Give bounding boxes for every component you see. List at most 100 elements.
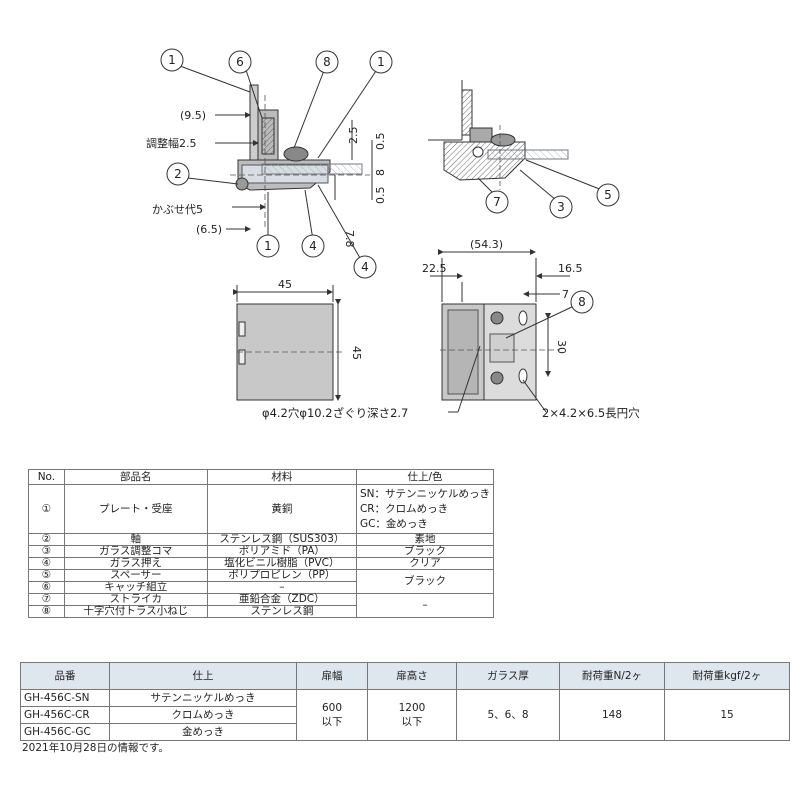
callout-2: 2 [174,167,182,181]
cross-section-view: 7 3 5 [428,80,620,219]
part-no: ② [28,533,65,546]
model-finish: クロムめっき [109,706,297,724]
front-view-left: 45 45 [233,278,363,401]
part-material: 塩化ビニル樹脂（PVC） [206,557,357,570]
col-part-name: 部品名 [63,469,208,485]
part-name: ガラス押え [63,557,208,570]
part-name: プレート・受座 [63,484,208,534]
col-door-width: 扉幅 [296,662,368,690]
dim-overlay: かぶせ代5 [152,203,203,216]
col-material: 材料 [206,469,357,485]
callout-6: 6 [236,55,244,69]
part-no: ⑥ [28,581,65,594]
door-height-unit: 以下 [401,716,423,728]
hole-spec-left: φ4.2穴φ10.2ざぐり深さ2.7 [262,406,408,420]
part-material: ステンレス鋼（SUS303） [206,533,357,546]
part-name: ガラス調整コマ [63,545,208,558]
dim-8: 8 [374,169,387,176]
model-finish: サテンニッケルめっき [109,689,297,707]
part-no: ⑤ [28,569,65,582]
callout-4b: 4 [361,260,369,274]
callout-3: 3 [557,200,565,214]
part-material: 亜鉛合金（ZDC） [206,593,357,606]
col-model: 品番 [20,662,110,690]
col-no: No. [28,469,65,485]
model-finish: 金めっき [109,723,297,741]
dim-54-3: (54.3) [470,238,503,251]
table-row: GH-456C-SN サテンニッケルめっき 600 以下 1200 以下 5、6… [20,689,790,741]
callout-7: 7 [493,195,501,209]
load-kgf-cell: 15 [664,689,790,741]
side-section-view: (9.5) 調整幅2.5 2.5 0.5 8 0.5 かぶせ代5 (6.5) 7… [146,84,387,248]
finish-line: SN：サテンニッケルめっき [359,487,490,500]
part-name: 軸 [63,533,208,546]
part-finish: ブラック [355,545,495,558]
part-finish: – [355,593,495,618]
callout-1c: 1 [264,239,272,253]
door-height-cell: 1200 以下 [367,689,457,741]
part-name: 十字穴付トラス小ねじ [63,605,208,618]
model-code: GH-456C-CR [20,706,110,724]
callouts-side [160,48,393,279]
dim-9-5: (9.5) [180,109,206,122]
col-door-height: 扉高さ [367,662,457,690]
table-row: ① プレート・受座 黄銅 SN：サテンニッケルめっき CR：クロムめっき GC：… [28,484,495,534]
parts-header-row: No. 部品名 材料 仕上/色 [28,469,495,485]
part-no: ⑦ [28,593,65,606]
table-row: ③ ガラス調整コマ ポリアミド（PA） ブラック [28,545,495,558]
table-row: ⑧ 十字穴付トラス小ねじ ステンレス鋼 [28,605,494,618]
dim-0-5-b: 0.5 [374,187,387,205]
callout-1a: 1 [168,53,176,67]
model-code: GH-456C-SN [20,689,110,707]
model-code: GH-456C-GC [20,723,110,741]
part-no: ⑧ [28,605,65,618]
table-row: ② 軸 ステンレス鋼（SUS303） 素地 [28,533,495,546]
technical-drawing: (9.5) 調整幅2.5 2.5 0.5 8 0.5 かぶせ代5 (6.5) 7… [146,48,640,420]
parts-table: No. 部品名 材料 仕上/色 ① プレート・受座 黄銅 SN：サテンニッケルめ… [28,469,495,618]
callout-5: 5 [604,188,612,202]
model-table: 品番 仕上 扉幅 扉高さ ガラス厚 耐荷重N/2ヶ 耐荷重kgf/2ヶ GH-4… [20,662,790,741]
model-header-row: 品番 仕上 扉幅 扉高さ ガラス厚 耐荷重N/2ヶ 耐荷重kgf/2ヶ [20,662,790,690]
part-no: ③ [28,545,65,558]
callout-labels-side: 1 6 8 1 2 1 4 4 [168,53,385,274]
callout-4a: 4 [309,239,317,253]
part-name: ストライカ [63,593,208,606]
part-finish: SN：サテンニッケルめっき CR：クロムめっき GC：金めっき [355,484,495,534]
dim-16-5: 16.5 [558,262,583,275]
door-height-value: 1200 [398,702,426,714]
col-finish: 仕上/色 [355,469,495,485]
table-row: ⑤ スペーサー ポリプロピレン（PP） ブラック [28,569,495,594]
part-material: – [206,581,357,594]
part-material: ポリプロピレン（PP） [206,569,357,582]
table-row: GH-456C-GC 金めっき [20,723,790,741]
dim-6-5: (6.5) [196,223,222,236]
door-width-cell: 600 以下 [296,689,368,741]
col-glass: ガラス厚 [456,662,560,690]
dim-2-5: 2.5 [347,127,360,145]
hole-spec-right: 2×4.2×6.5長円穴 [542,406,640,420]
part-material: ステンレス鋼 [206,605,357,618]
front-view-right: (54.3) 22.5 16.5 7 30 8 φ4.2穴φ10.2ざぐり深さ2… [262,238,640,420]
callout-8b: 8 [578,295,586,309]
part-finish: 素地 [355,533,495,546]
part-name: スペーサー [63,569,208,582]
part-material: ポリアミド（PA） [206,545,357,558]
glass-cell: 5、6、8 [456,689,560,741]
part-no: ④ [28,557,65,570]
part-material: 黄銅 [206,484,357,534]
table-row: GH-456C-CR クロムめっき [20,706,790,724]
part-finish: クリア [355,557,495,570]
finish-line: GC：金めっき [359,517,428,530]
part-name: キャッチ組立 [63,581,208,594]
info-date-note: 2021年10月28日の情報です。 [22,742,169,754]
dim-45-width: 45 [278,278,292,291]
callout-8a: 8 [323,55,331,69]
part-no: ① [28,484,65,534]
dim-adjust: 調整幅2.5 [146,136,197,150]
dim-30: 30 [555,340,568,354]
dim-22-5: 22.5 [422,262,447,275]
col-finish: 仕上 [109,662,297,690]
table-row: ⑦ ストライカ 亜鉛合金（ZDC） – [28,593,495,618]
dim-7: 7 [562,288,569,301]
door-width-value: 600 [321,702,343,714]
